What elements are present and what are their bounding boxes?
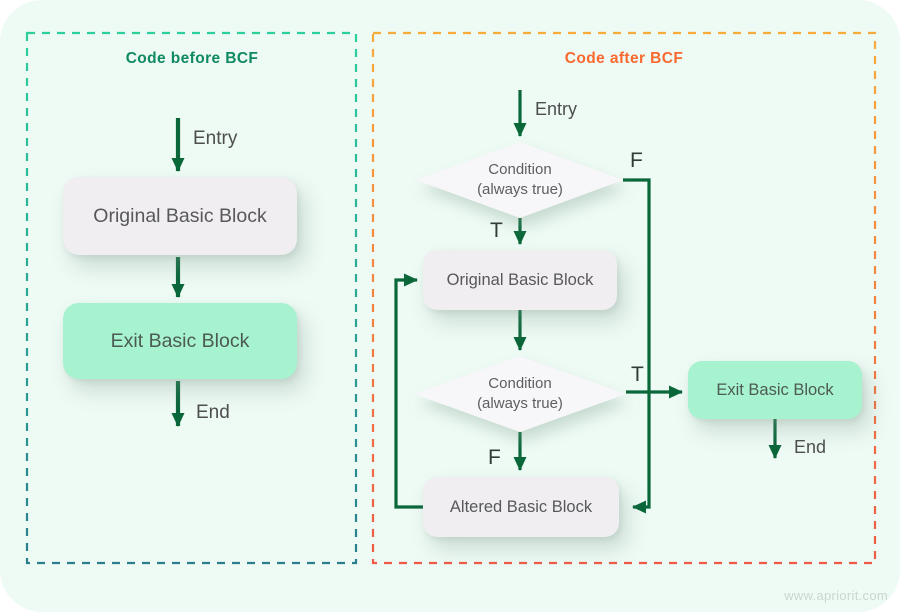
condition2-diamond	[414, 356, 626, 432]
condition2-true-label: T	[631, 363, 644, 386]
condition1-line1: Condition	[488, 161, 552, 178]
condition2-line1: Condition	[488, 375, 552, 392]
right-original-basic-block: Original Basic Block	[423, 250, 617, 310]
condition1-diamond	[416, 142, 623, 218]
right-panel-border	[371, 31, 877, 565]
condition1-text: Condition (always true)	[425, 160, 615, 200]
condition2-false-label: F	[488, 446, 501, 469]
left-original-basic-block: Original Basic Block	[63, 177, 297, 255]
watermark: www.apriorit.com	[784, 588, 888, 603]
left-panel-title: Code before BCF	[125, 50, 259, 67]
left-end-label: End	[196, 402, 230, 423]
right-altered-basic-block: Altered Basic Block	[423, 477, 619, 537]
condition1-line2: (always true)	[477, 180, 563, 198]
left-exit-basic-block: Exit Basic Block	[63, 303, 297, 379]
condition1-true-label: T	[490, 219, 503, 242]
condition1-false-label: F	[630, 149, 643, 172]
right-entry-label: Entry	[535, 99, 578, 119]
condition2-line2: (always true)	[477, 394, 563, 412]
condition2-text: Condition (always true)	[425, 374, 615, 414]
condition1-false-connector	[623, 178, 651, 514]
right-end-label: End	[794, 437, 827, 457]
left-panel-border	[25, 31, 358, 565]
right-exit-basic-block: Exit Basic Block	[688, 361, 862, 419]
altered-loopback-connector	[394, 273, 423, 509]
left-entry-label: Entry	[193, 128, 238, 149]
right-panel-title: Code after BCF	[564, 50, 684, 67]
